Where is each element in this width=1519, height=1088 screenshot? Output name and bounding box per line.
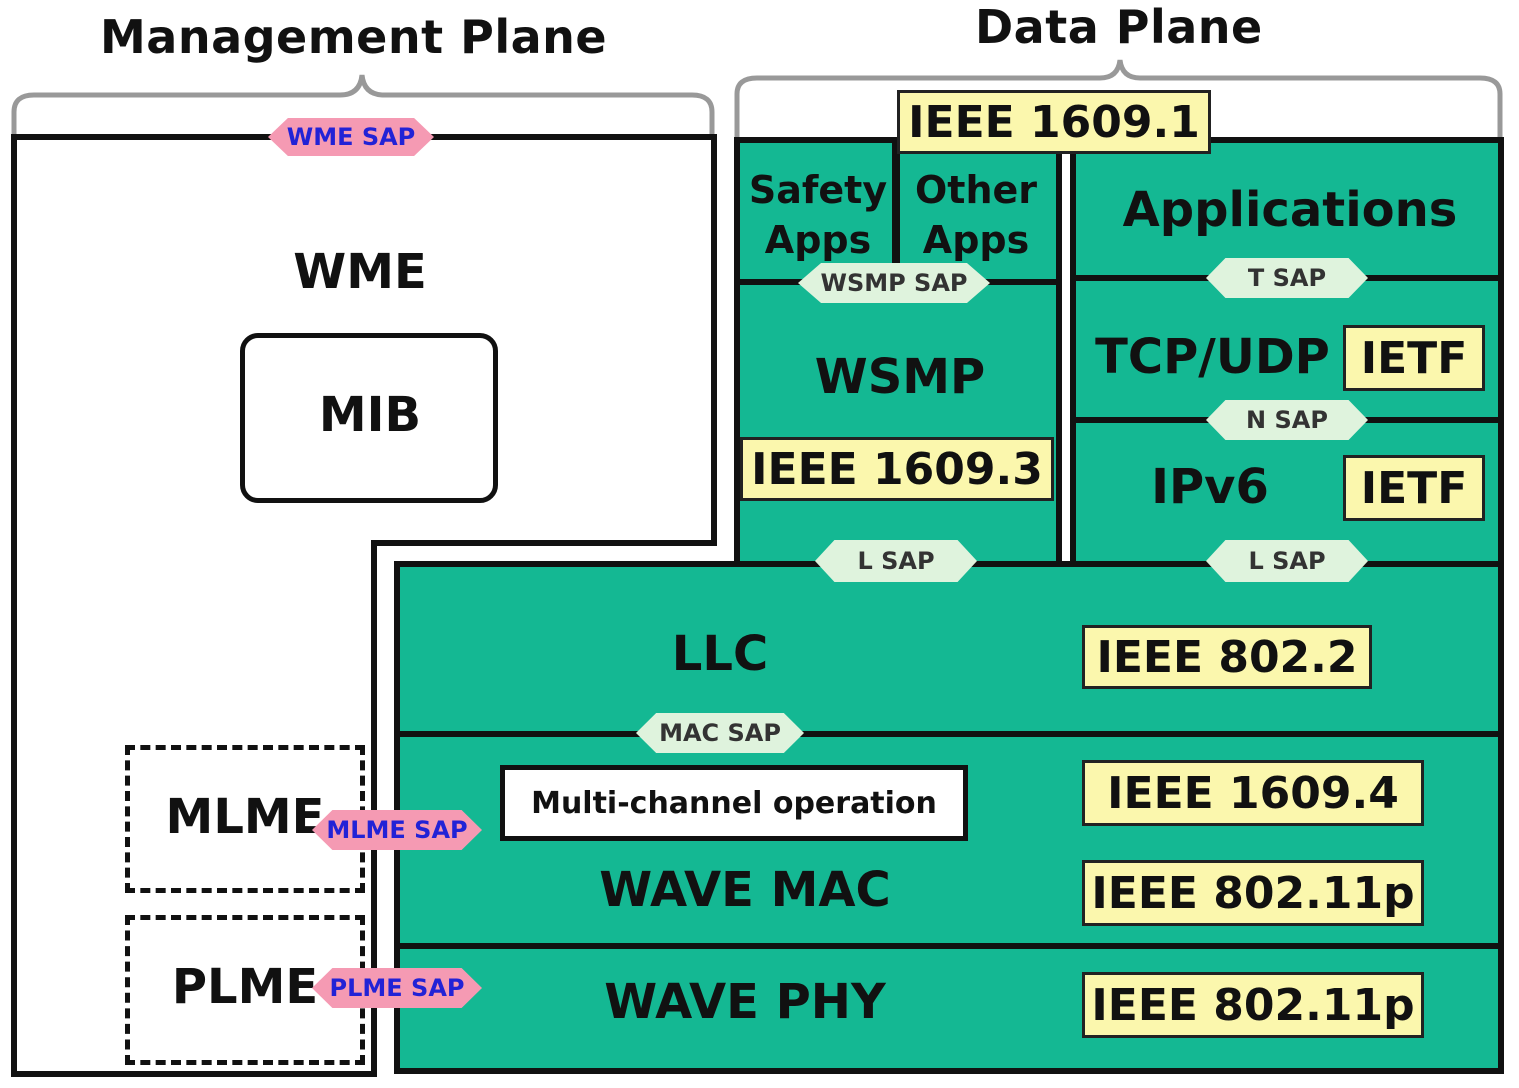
wave-phy-label: WAVE PHY [604,974,886,1030]
ieee-1609-4-box: IEEE 1609.4 [1082,760,1424,826]
ipv6-label: IPv6 [1151,459,1269,515]
stack-divider [1056,137,1076,567]
ieee-1609-1-box: IEEE 1609.1 [897,90,1211,154]
ieee-802-11p-phy-box: IEEE 802.11p [1082,972,1424,1038]
wsmp-label: WSMP [814,349,986,405]
other-apps-label: Other Apps [914,168,1038,262]
ietf-ip-box: IETF [1343,455,1485,521]
t-sap: T SAP [1206,258,1368,298]
wme-sap: WME SAP [268,118,434,156]
l-sap-left: L SAP [815,540,977,582]
mac-sap: MAC SAP [636,713,804,753]
apps-divider [892,137,900,282]
wsmp-sap: WSMP SAP [798,263,990,303]
ietf-tcp-box: IETF [1343,325,1485,391]
mib-box [240,333,498,503]
wme-label: WME [293,244,427,300]
applications-label: Applications [1122,182,1458,238]
llc-label: LLC [671,626,769,682]
n-sap: N SAP [1206,400,1368,440]
llc-mac-divider [394,731,1504,737]
safety-apps-label: Safety Apps [748,168,888,262]
mac-phy-divider [394,943,1504,949]
ieee-802-2-box: IEEE 802.2 [1082,625,1372,689]
mlme-label: MLME [165,789,325,845]
tcp-udp-label: TCP/UDP [1095,329,1330,385]
ieee-802-11p-mac-box: IEEE 802.11p [1082,860,1424,926]
plme-sap: PLME SAP [312,968,482,1008]
wave-mac-label: WAVE MAC [599,862,891,918]
mlme-sap: MLME SAP [312,810,482,850]
management-plane-brace [11,59,1503,140]
multichannel-operation-box: Multi-channel operation [500,765,968,841]
management-plane-title: Management Plane [100,10,608,64]
plme-label: PLME [171,959,319,1015]
mib-label: MIB [318,387,422,443]
data-plane-title: Data Plane [975,0,1263,54]
l-sap-right: L SAP [1206,540,1368,582]
ieee-1609-3-box: IEEE 1609.3 [740,437,1054,501]
